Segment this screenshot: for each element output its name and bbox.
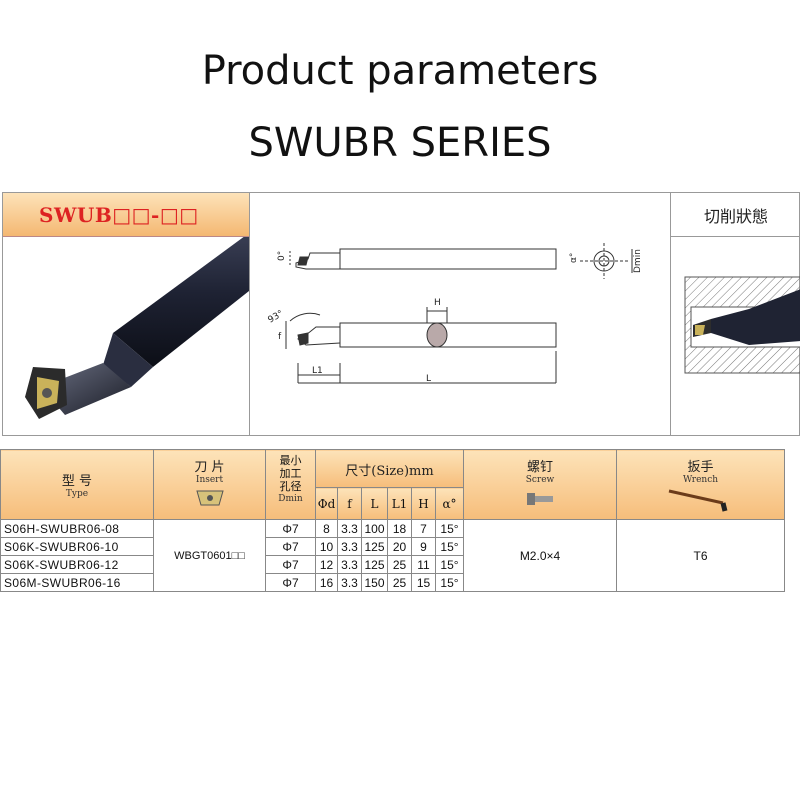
drawing-label-dmin: Dmin (633, 249, 643, 273)
header-size: 尺寸(Size)mm (315, 449, 464, 488)
screw-cell: M2.0×4 (463, 519, 617, 592)
tool-photo (25, 237, 249, 419)
dim-header: Φd (315, 487, 338, 520)
page-title: Product parameters (201, 48, 599, 94)
series-label-header: SWUB□□-□□ (3, 193, 249, 237)
drawing-label-f: f (278, 332, 282, 342)
drawing-label-alpha: α° (569, 253, 579, 263)
header-type: 型 号 Type (0, 449, 154, 520)
cutting-state-header: 切削狀態 (671, 193, 800, 237)
cutting-state-label: 切削狀態 (703, 207, 768, 226)
dim-header: L1 (387, 487, 412, 520)
wrench-cell: T6 (616, 519, 785, 592)
drawing-label-l1: L1 (312, 366, 323, 376)
header-wrench: 扳手 Wrench (616, 449, 785, 520)
dim-header: L (361, 487, 388, 520)
header-screw: 螺钉 Screw (463, 449, 617, 520)
dim-header: α° (435, 487, 464, 520)
divider (249, 193, 250, 435)
table-row: S06K-SWUBR06-12 Φ7 12 3.3 125 25 11 15° (0, 555, 785, 574)
header-insert: 刀 片 Insert (153, 449, 266, 520)
dim-header: f (337, 487, 362, 520)
series-title: SWUBR SERIES (248, 120, 552, 166)
table-row: S06H-SWUBR06-08 WBGT0601□□ Φ7 8 3.3 100 … (0, 519, 785, 592)
product-image-panel: SWUB□□-□□ 切削狀態 (2, 192, 800, 436)
drawing-label-h: H (434, 298, 441, 308)
drawing-label-l: L (426, 374, 431, 384)
insert-cell: WBGT0601□□ (153, 519, 266, 592)
cutting-state-image (684, 276, 800, 374)
divider (670, 193, 671, 435)
drawing-label-0deg: 0° (277, 251, 287, 261)
header-dmin: 最小 加工 孔径 Dmin (265, 449, 316, 520)
technical-drawing: 0° α° Dmin H 93° f L1 L (267, 243, 643, 384)
screw-icon (527, 493, 553, 505)
insert-icon (195, 490, 224, 506)
table-row: S06M-SWUBR06-16 Φ7 16 3.3 150 25 15 15° (0, 573, 785, 592)
parameters-table: 型 号 Type 刀 片 Insert 最小 加工 孔径 Dmin 尺寸(Siz… (0, 449, 785, 592)
drawing-label-angle: 93° (267, 309, 286, 326)
series-label: SWUB□□-□□ (39, 203, 199, 227)
dim-header: H (411, 487, 436, 520)
wrench-icon (668, 489, 727, 512)
